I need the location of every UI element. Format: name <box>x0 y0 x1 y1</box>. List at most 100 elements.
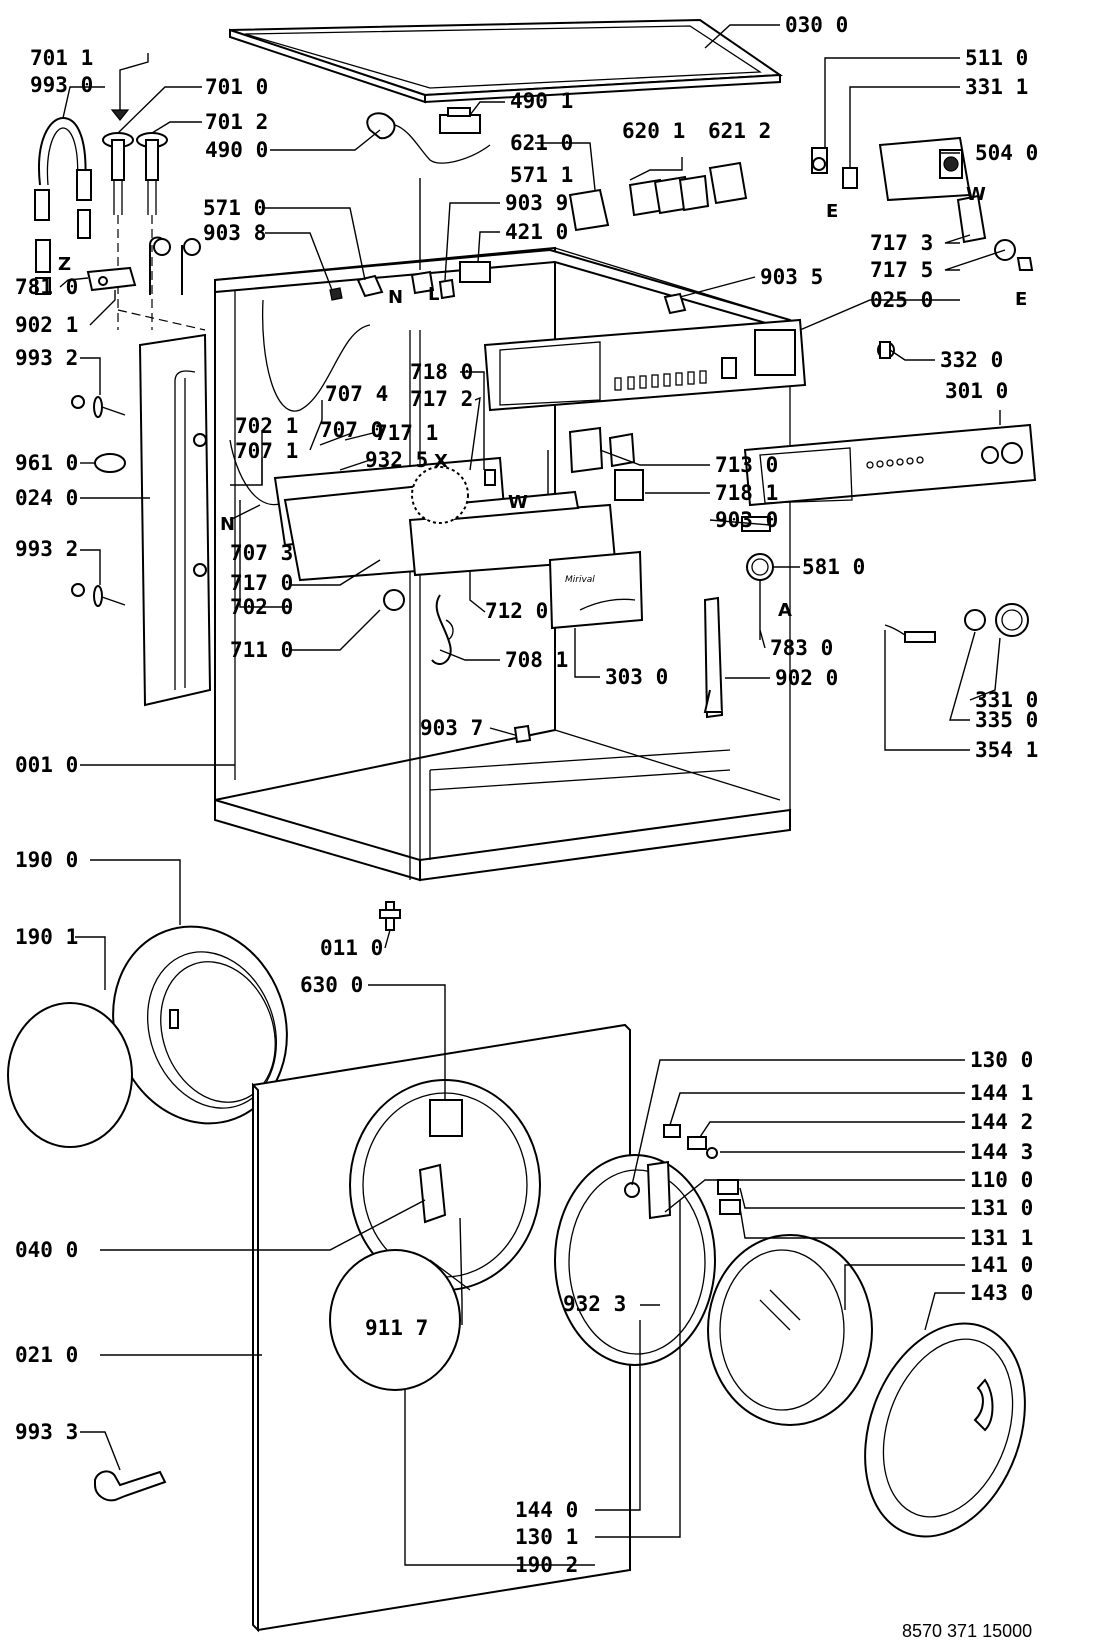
label-335-0: 335 0 <box>975 708 1038 732</box>
filter-490-1 <box>439 107 481 134</box>
label-711-0: 711 0 <box>230 638 293 662</box>
dispenser-housing <box>273 456 644 630</box>
label-504-0: 504 0 <box>975 141 1038 165</box>
label-717-3: 717 3 <box>870 231 933 255</box>
tag-x: X <box>434 451 448 472</box>
label-993-3: 993 3 <box>15 1420 78 1444</box>
label-707-3: 707 3 <box>230 541 293 565</box>
tag-l: L <box>428 284 439 305</box>
inlet-hose <box>34 109 130 295</box>
label-993-2-b: 993 2 <box>15 537 78 561</box>
label-024-0: 024 0 <box>15 486 78 510</box>
label-932-3: 932 3 <box>563 1292 626 1316</box>
label-001-0: 001 0 <box>15 753 78 777</box>
drawer-brand-mark: Mirival <box>565 575 595 585</box>
label-717-1: 717 1 <box>375 421 438 445</box>
label-903-0: 903 0 <box>715 508 778 532</box>
clip-903-5 <box>663 292 687 315</box>
label-718-0: 718 0 <box>410 360 473 384</box>
label-190-2: 190 2 <box>515 1553 578 1577</box>
label-130-1: 130 1 <box>515 1525 578 1549</box>
label-707-4: 707 4 <box>325 382 388 406</box>
label-025-0: 025 0 <box>870 288 933 312</box>
label-717-5: 717 5 <box>870 258 933 282</box>
label-303-0: 303 0 <box>605 665 668 689</box>
door-frame <box>554 1154 716 1366</box>
control-panel-frame <box>483 318 807 412</box>
label-902-1: 902 1 <box>15 313 78 337</box>
cabinet <box>214 246 791 882</box>
label-421-0: 421 0 <box>505 220 568 244</box>
tag-w-2: W <box>508 492 528 513</box>
label-701-1: 701 1 <box>30 46 93 70</box>
part-labels: 030 0 511 0 331 1 701 1 993 0 701 0 701 … <box>15 13 1038 1577</box>
label-190-1: 190 1 <box>15 925 78 949</box>
drawer-brackets <box>547 426 771 532</box>
valves-571 <box>149 236 201 295</box>
clip-571-0 <box>356 274 384 298</box>
label-621-2: 621 2 <box>708 119 771 143</box>
label-141-0: 141 0 <box>970 1253 1033 1277</box>
label-911-7: 911 7 <box>365 1316 428 1340</box>
label-490-0: 490 0 <box>205 138 268 162</box>
label-630-0: 630 0 <box>300 973 363 997</box>
tag-z: Z <box>58 254 71 275</box>
label-331-1: 331 1 <box>965 75 1028 99</box>
power-cable <box>366 112 491 164</box>
screw-011 <box>379 901 401 931</box>
clip-903-9 <box>438 278 456 300</box>
tag-n-1: N <box>388 287 403 308</box>
label-021-0: 021 0 <box>15 1343 78 1367</box>
wrench-tool <box>94 1470 167 1502</box>
label-702-1: 702 1 <box>235 414 298 438</box>
label-332-0: 332 0 <box>940 348 1003 372</box>
label-903-7: 903 7 <box>420 716 483 740</box>
label-903-8: 903 8 <box>203 221 266 245</box>
label-571-1: 571 1 <box>510 163 573 187</box>
label-718-1: 718 1 <box>715 481 778 505</box>
leader-lines <box>59 24 1006 1566</box>
front-panel <box>251 1023 631 1633</box>
label-331-0: 331 0 <box>975 688 1038 712</box>
label-993-0: 993 0 <box>30 73 93 97</box>
hinge <box>663 1124 741 1215</box>
label-702-0: 702 0 <box>230 595 293 619</box>
label-708-1: 708 1 <box>505 648 568 672</box>
label-571-0: 571 0 <box>203 196 266 220</box>
label-902-0: 902 0 <box>775 666 838 690</box>
label-961-0: 961 0 <box>15 451 78 475</box>
label-130-0: 130 0 <box>970 1048 1033 1072</box>
label-903-9: 903 9 <box>505 191 568 215</box>
ring-961-0 <box>94 453 126 473</box>
front-control-panel <box>743 423 1037 507</box>
clip-903-7 <box>513 724 532 744</box>
label-707-0: 707 0 <box>320 418 383 442</box>
label-190-0: 190 0 <box>15 848 78 872</box>
document-number: 8570 371 15000 <box>902 1621 1032 1641</box>
label-932-5: 932 5 <box>365 448 428 472</box>
tag-e-2: E <box>1015 289 1027 310</box>
element-421-0 <box>459 261 491 283</box>
label-713-0: 713 0 <box>715 453 778 477</box>
door-outer-ring <box>864 1322 1026 1538</box>
door-gasket-190-1 <box>7 1002 133 1148</box>
label-143-0: 143 0 <box>970 1281 1033 1305</box>
label-701-0: 701 0 <box>205 75 268 99</box>
tag-a: A <box>778 600 792 621</box>
label-620-1: 620 1 <box>622 119 685 143</box>
bracket-902-0 <box>703 596 724 719</box>
tag-w-1: W <box>966 184 986 205</box>
label-144-3: 144 3 <box>970 1140 1033 1164</box>
knobs <box>884 603 1029 643</box>
label-144-1: 144 1 <box>970 1081 1033 1105</box>
label-144-0: 144 0 <box>515 1498 578 1522</box>
label-131-0: 131 0 <box>970 1196 1033 1220</box>
pressure-switch-581 <box>746 553 774 640</box>
relay-modules <box>568 161 748 232</box>
valves-701 <box>102 132 206 331</box>
screw-993-2-b <box>71 583 126 607</box>
label-581-0: 581 0 <box>802 555 865 579</box>
bracket-902-1 <box>86 266 137 292</box>
